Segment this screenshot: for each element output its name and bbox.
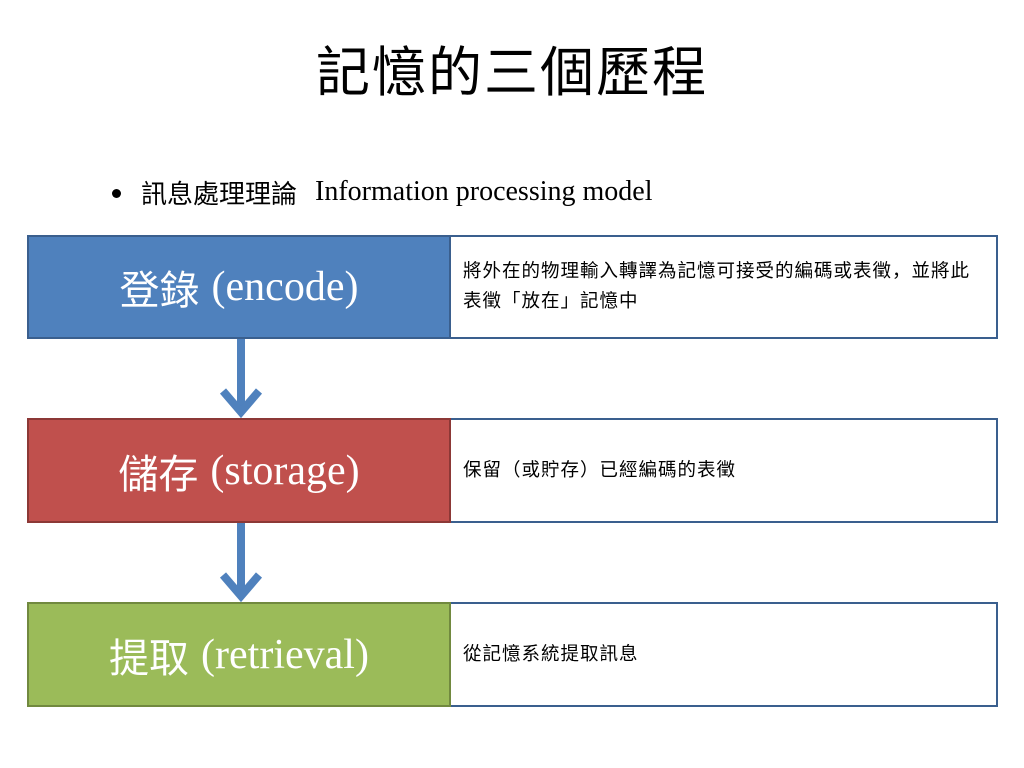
bullet-item: 訊息處理理論 Information processing model (112, 170, 653, 214)
down-arrow-icon (219, 339, 263, 418)
bullet-text-zh: 訊息處理理論 (141, 179, 298, 210)
bullet-text-en: Information processing model (315, 176, 653, 207)
stage-retrieval-label-en: (retrieval) (201, 631, 369, 678)
stage-encode: 登錄 (encode) 將外在的物理輸入轉譯為記憶可接受的編碼或表徵，並將此表徵… (27, 235, 998, 339)
stage-encode-label-en: (encode) (211, 264, 359, 310)
stage-encode-label-zh: 登錄 (119, 268, 200, 314)
stage-retrieval-description: 從記憶系統提取訊息 (451, 602, 998, 707)
stage-storage-description: 保留（或貯存）已經編碼的表徵 (451, 418, 998, 523)
stage-storage-label-zh: 儲存 (118, 451, 199, 498)
down-arrow-icon (219, 523, 263, 602)
slide-title: 記憶的三個歷程 (316, 41, 708, 104)
stage-retrieval-label: 提取 (retrieval) (27, 602, 451, 707)
stage-encode-description: 將外在的物理輸入轉譯為記憶可接受的編碼或表徵，並將此表徵「放在」記憶中 (451, 235, 998, 339)
stage-retrieval: 提取 (retrieval) 從記憶系統提取訊息 (27, 602, 998, 707)
stage-storage-label-en: (storage) (210, 447, 360, 494)
stage-retrieval-label-zh: 提取 (109, 635, 190, 682)
stage-storage: 儲存 (storage) 保留（或貯存）已經編碼的表徵 (27, 418, 998, 523)
bullet-dot-icon (112, 188, 121, 198)
stage-storage-label: 儲存 (storage) (27, 418, 451, 523)
stage-encode-label: 登錄 (encode) (27, 235, 451, 339)
